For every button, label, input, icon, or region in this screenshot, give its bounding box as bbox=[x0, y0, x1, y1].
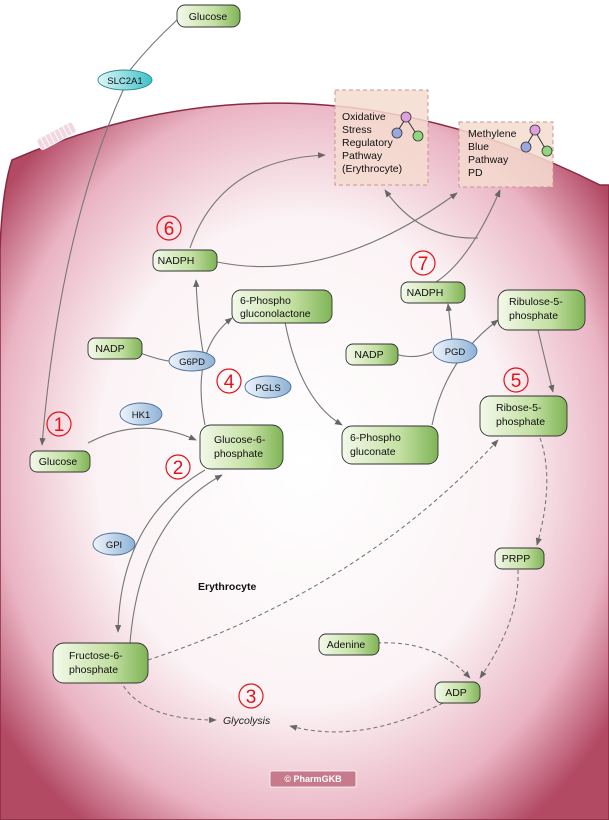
oxidative-stress-pathway-label: Oxidative Stress Regulatory Pathway (Ery… bbox=[342, 111, 402, 175]
svg-text:6: 6 bbox=[164, 219, 175, 240]
erythrocyte-cell bbox=[0, 102, 609, 820]
step-number-4: 4 bbox=[216, 368, 242, 394]
nadph-box-2[interactable] bbox=[400, 281, 466, 304]
gpi-enzyme[interactable] bbox=[92, 532, 136, 556]
step-number-5: 5 bbox=[503, 367, 529, 393]
fructose-6-phosphate-label-2: phosphate bbox=[69, 664, 118, 676]
gpi-label: GPI bbox=[106, 540, 122, 551]
oxidative-stress-pathway-box[interactable] bbox=[334, 89, 429, 186]
nadph-label-2: NADPH bbox=[407, 287, 444, 299]
nadp-box-2[interactable] bbox=[345, 343, 399, 366]
step-number-2: 2 bbox=[165, 454, 191, 480]
step-number-6: 6 bbox=[156, 215, 182, 241]
slc2a1-transporter[interactable] bbox=[97, 69, 153, 91]
svg-text:5: 5 bbox=[511, 371, 522, 392]
svg-text:Oxidative: Oxidative bbox=[342, 111, 386, 123]
svg-text:Blue: Blue bbox=[468, 141, 489, 153]
pharmgkb-watermark: © PharmGKB bbox=[284, 774, 342, 784]
phosphogluconate-label-2: gluconate bbox=[350, 446, 396, 458]
glucose-box[interactable] bbox=[29, 450, 91, 473]
pgls-label: PGLS bbox=[255, 383, 280, 394]
phosphogluconolactone-label-2: gluconolactone bbox=[240, 308, 311, 320]
svg-text:3: 3 bbox=[246, 687, 257, 708]
ribulose-5-phosphate-box[interactable] bbox=[497, 289, 586, 331]
svg-text:7: 7 bbox=[418, 254, 429, 275]
svg-text:PD: PD bbox=[468, 167, 483, 179]
ribose-5-phosphate-label: Ribose-5- bbox=[496, 402, 542, 414]
glycolysis-label: Glycolysis bbox=[223, 715, 271, 727]
adenine-box[interactable] bbox=[318, 633, 380, 656]
pgls-enzyme[interactable] bbox=[244, 375, 292, 399]
svg-text:Pathway: Pathway bbox=[342, 150, 383, 162]
step-number-3: 3 bbox=[238, 683, 264, 709]
phosphogluconolactone-box[interactable] bbox=[231, 289, 333, 324]
pgd-enzyme[interactable] bbox=[432, 338, 478, 364]
methylene-blue-pathway-label: Methylene Blue Pathway PD bbox=[468, 128, 517, 179]
compartment-label: Erythrocyte bbox=[198, 581, 257, 593]
ribose-5-phosphate-label-2: phosphate bbox=[496, 416, 545, 428]
ribulose-5-phosphate-label-2: phosphate bbox=[509, 310, 558, 322]
step-number-7: 7 bbox=[410, 250, 436, 276]
svg-text:Pathway: Pathway bbox=[468, 154, 509, 166]
svg-text:2: 2 bbox=[173, 458, 184, 479]
nadp-label-1: NADP bbox=[95, 343, 124, 355]
fructose-6-phosphate-box[interactable] bbox=[52, 642, 149, 684]
hk1-enzyme[interactable] bbox=[119, 402, 163, 426]
prpp-label: PRPP bbox=[502, 553, 531, 565]
glucose-6-phosphate-box[interactable] bbox=[199, 424, 284, 470]
phosphogluconate-box[interactable] bbox=[341, 425, 439, 465]
pathway-network-icon bbox=[520, 124, 553, 157]
svg-text:Regulatory: Regulatory bbox=[342, 137, 394, 149]
svg-text:4: 4 bbox=[224, 372, 235, 393]
hk1-label: HK1 bbox=[132, 410, 150, 421]
outside-glucose-box[interactable] bbox=[176, 4, 241, 28]
nadph-label-1: NADPH bbox=[158, 255, 195, 267]
ribulose-5-phosphate-label: Ribulose-5- bbox=[509, 296, 563, 308]
step-number-1: 1 bbox=[46, 411, 72, 437]
nadp-label-2: NADP bbox=[354, 349, 383, 361]
svg-text:(Erythrocyte): (Erythrocyte) bbox=[342, 163, 402, 175]
g6pd-label: G6PD bbox=[179, 357, 205, 368]
adp-label: ADP bbox=[445, 687, 467, 699]
nadp-box-1[interactable] bbox=[87, 337, 143, 360]
outside-glucose-label: Glucose bbox=[189, 11, 228, 23]
svg-text:Stress: Stress bbox=[342, 124, 372, 136]
adp-box[interactable] bbox=[434, 681, 481, 704]
slc2a1-label: SLC2A1 bbox=[107, 76, 142, 87]
pathway-network-icon bbox=[391, 111, 424, 142]
svg-text:1: 1 bbox=[54, 415, 65, 436]
svg-text:Methylene: Methylene bbox=[468, 128, 517, 140]
glucose-6-phosphate-label: Glucose-6- bbox=[214, 434, 266, 446]
fructose-6-phosphate-label: Fructose-6- bbox=[69, 650, 123, 662]
glucose-6-phosphate-label-2: phosphate bbox=[214, 448, 263, 460]
phosphogluconolactone-label: 6-Phospho bbox=[240, 295, 291, 307]
g6pd-enzyme[interactable] bbox=[168, 350, 216, 372]
prpp-box[interactable] bbox=[494, 547, 545, 570]
nadph-box-1[interactable] bbox=[152, 249, 218, 272]
glucose-label: Glucose bbox=[39, 456, 78, 468]
ribose-5-phosphate-box[interactable] bbox=[479, 395, 568, 437]
adenine-label: Adenine bbox=[327, 639, 366, 651]
membrane-channel-icon bbox=[36, 121, 77, 150]
pharmgkb-watermark-box bbox=[269, 770, 357, 788]
phosphogluconate-label: 6-Phospho bbox=[350, 432, 401, 444]
pgd-label: PGD bbox=[445, 347, 466, 358]
